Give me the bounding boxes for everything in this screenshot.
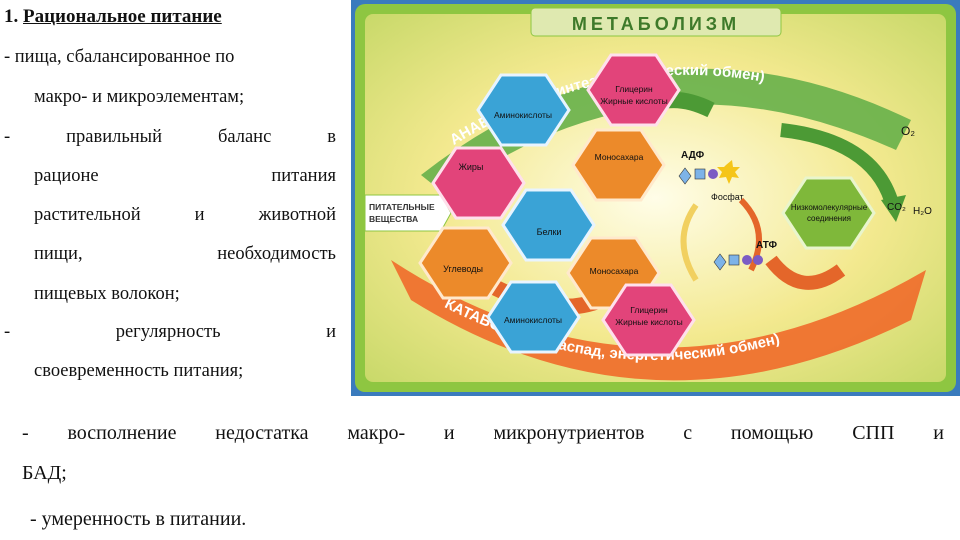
text-line-2: макро- и микроэлементам; (34, 87, 245, 107)
section-heading: 1. Рациональное питание (4, 6, 222, 28)
proteins-hex (501, 188, 596, 262)
phosphate-label: Фосфат (711, 192, 744, 202)
text-line-1: - пища, сбалансированное по (4, 47, 235, 67)
diagram-title: МЕТАБОЛИЗМ (572, 14, 740, 34)
glycerin-hex-top (586, 53, 681, 127)
fats-label: Жиры (459, 162, 484, 172)
adp-phosphate-icon (708, 169, 718, 179)
adp-label: АДФ (681, 150, 705, 161)
atp-phosphate-icon-2 (753, 255, 763, 265)
heading-number: 1. (4, 6, 19, 27)
nutrients-arrow (364, 194, 452, 232)
atp-ribose-icon (728, 254, 740, 266)
left-text-panel: 1. Рациональное питание - пища, сбаланси… (0, 0, 351, 396)
carbs-hex (418, 226, 513, 300)
bottom-line-1: - восполнение недостатка макро- и микрон… (22, 422, 944, 444)
adp-molecule-icon (678, 167, 692, 185)
bottom-line-3: - умеренность в питании. (30, 508, 247, 530)
low-molecular-label-2: соединения (807, 214, 851, 223)
monosaccharides-label-top: Моносахара (595, 152, 644, 162)
green-arrow-right (780, 123, 898, 203)
atp-label: АТФ (756, 240, 777, 251)
h2o-label: H₂O (913, 206, 932, 217)
title-plate (530, 7, 782, 37)
fatty-acids-label-bottom: Жирные кислоты (615, 317, 683, 327)
bottom-text-panel: - восполнение недостатка макро- и микрон… (0, 396, 960, 540)
atp-phosphate-icon-1 (742, 255, 752, 265)
low-molecular-hex (781, 176, 876, 250)
monosaccharides-hex-top (571, 128, 666, 202)
carbs-label: Углеводы (443, 264, 483, 274)
orange-arrow (765, 255, 846, 290)
fats-hex (431, 146, 526, 220)
oxygen-label: O₂ (901, 124, 915, 138)
heading-title: Рациональное питание (23, 6, 222, 27)
nutrients-label-2: ВЕЩЕСТВА (369, 214, 418, 224)
adp-ribose-icon (694, 168, 706, 180)
glycerin-label-bottom: Глицерин (630, 305, 668, 315)
anabolism-band (421, 68, 911, 195)
text-line-6: пищи, необходимость (34, 244, 336, 264)
atp-molecule-icon (713, 253, 727, 271)
glycerin-label-top: Глицерин (615, 84, 653, 94)
amino-acids-hex-bottom (486, 280, 581, 354)
monosaccharides-label-bottom: Моносахара (590, 266, 639, 276)
text-line-7: пищевых волокон; (34, 284, 180, 304)
metabolism-diagram: МЕТАБОЛИЗМ АНАБОЛИЗМ (синтез, пластическ… (351, 0, 960, 396)
amino-acids-hex-top (476, 73, 571, 147)
nutrients-label-1: ПИТАТЕЛЬНЫЕ (369, 202, 435, 212)
fatty-acids-label-top: Жирные кислоты (600, 96, 668, 106)
proteins-label: Белки (537, 227, 562, 237)
glycerin-hex-bottom (601, 283, 696, 357)
amino-acids-label-bottom: Аминокислоты (504, 315, 562, 325)
text-line-8: - регулярность и (4, 322, 336, 342)
text-line-9: своевременность питания; (34, 361, 244, 381)
text-line-4: рационе питания (34, 166, 336, 186)
amino-acids-label-top: Аминокислоты (494, 110, 552, 120)
bottom-line-2: БАД; (22, 462, 67, 484)
text-line-3: - правильный баланс в (4, 127, 336, 147)
green-arrow-right-head (881, 195, 906, 222)
phosphate-burst-icon (717, 160, 740, 184)
low-molecular-label-1: Низкомолекулярные (791, 203, 868, 212)
co2-label: CO₂ (887, 202, 906, 213)
atp-cycle-arrow-left (680, 203, 699, 282)
text-line-5: растительной и животной (34, 205, 336, 225)
metabolism-diagram-svg: МЕТАБОЛИЗМ АНАБОЛИЗМ (синтез, пластическ… (355, 4, 956, 392)
